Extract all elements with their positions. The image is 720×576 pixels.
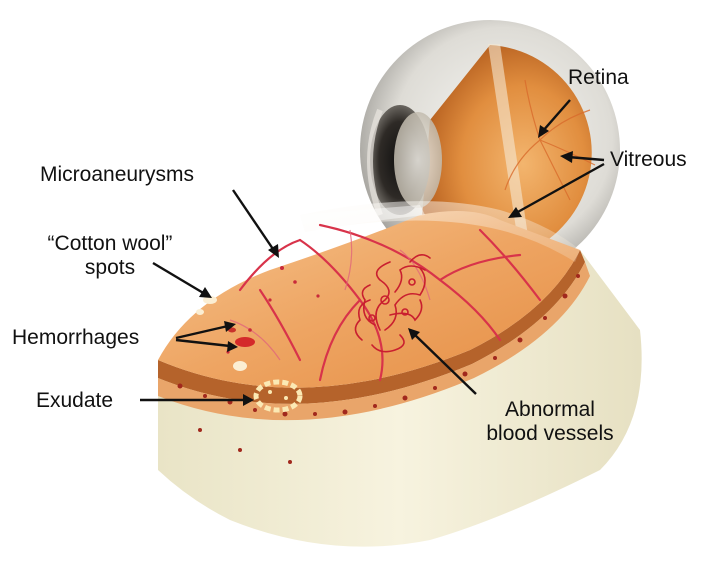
label-abnormal-line1: Abnormal xyxy=(505,398,595,421)
tissue-slab xyxy=(158,201,642,547)
label-abnormal-blood-vessels: Abnormal blood vessels xyxy=(450,398,650,446)
cotton-wool-spots xyxy=(196,296,247,371)
label-cotton-wool-line1: “Cotton wool” xyxy=(47,232,173,255)
label-abnormal-line2: blood vessels xyxy=(486,422,614,445)
label-cotton-wool-line2: spots xyxy=(84,256,136,279)
abnormal-vessel-tangle xyxy=(354,254,431,353)
label-hemorrhages: Hemorrhages xyxy=(12,326,140,349)
label-microaneurysms: Microaneurysms xyxy=(40,163,195,186)
hemorrhage-spots xyxy=(228,327,255,347)
callout-arrows xyxy=(140,99,605,406)
label-cotton-wool-spots: “Cotton wool” spots xyxy=(20,232,200,280)
label-exudate: Exudate xyxy=(36,389,114,412)
label-vitreous: Vitreous xyxy=(610,148,687,171)
label-retina: Retina xyxy=(568,66,629,89)
exudate-ring xyxy=(253,379,303,413)
